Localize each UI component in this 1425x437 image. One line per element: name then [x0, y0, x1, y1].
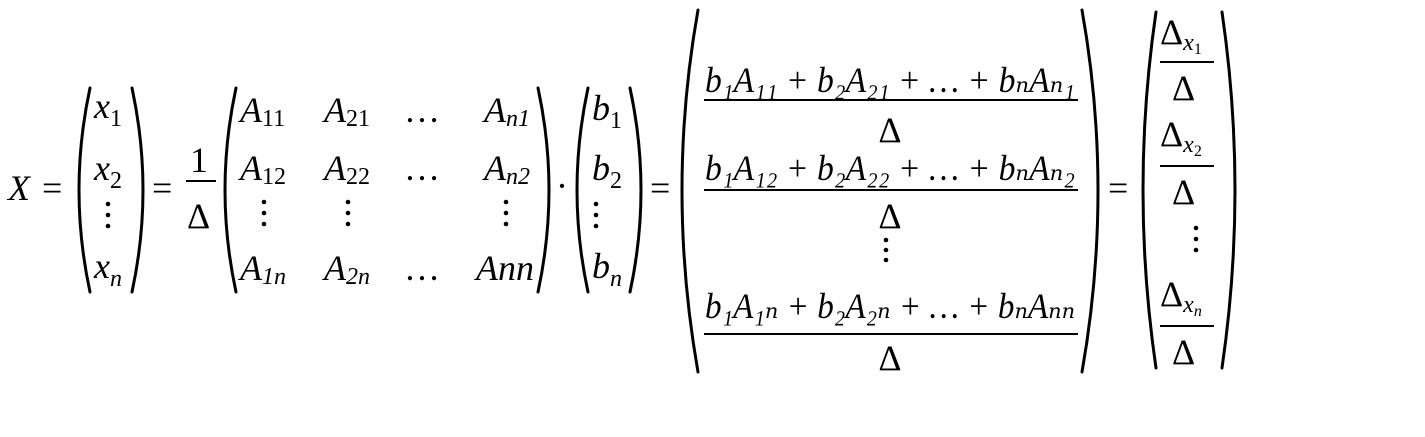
matrix-cell: A11	[238, 90, 285, 132]
x-vector-left-paren	[77, 86, 92, 294]
equals-sign: =	[1108, 168, 1128, 208]
matrix-cell: A22	[322, 148, 370, 190]
vertical-ellipsis	[261, 199, 267, 227]
fraction-numerator: Δx1	[1160, 12, 1202, 58]
fraction-numerator: b₁A₁ₙ + b₂A₂ₙ + … + bₙAₙₙ	[705, 286, 1075, 326]
fraction-numerator: Δxn	[1160, 274, 1202, 320]
vertical-ellipsis	[503, 199, 509, 227]
result-vector-right-paren	[1080, 8, 1100, 374]
multiplication-dot: ·	[556, 166, 568, 206]
matrix-cell: …	[404, 90, 440, 130]
b-vector-entry: bn	[592, 246, 622, 292]
matrix-cell: A21	[322, 90, 370, 132]
b-vector-entry: b1	[592, 88, 622, 134]
delta-vector-left-paren	[1141, 10, 1158, 370]
result-vector-left-paren	[680, 8, 700, 374]
result-fraction: b₁A₁₁ + b₂A₂₁ + … + bₙAₙ₁ Δ	[704, 60, 1078, 150]
lhs-variable: X	[6, 168, 32, 208]
matrix-cell: …	[404, 248, 440, 288]
fraction-numerator: Δx2	[1160, 114, 1202, 160]
delta-fraction: Δx2 Δ	[1160, 114, 1214, 212]
fraction-denominator: Δ	[1172, 68, 1195, 108]
scalar-denominator: Δ	[187, 196, 210, 236]
vertical-ellipsis	[1193, 225, 1199, 253]
vertical-ellipsis	[105, 201, 111, 229]
matrix-cell: A2n	[322, 248, 370, 290]
adj-matrix-right-paren	[536, 86, 551, 294]
fraction-denominator: Δ	[878, 110, 901, 150]
matrix-cell: An1	[482, 90, 530, 132]
scalar-numerator: 1	[190, 140, 208, 180]
adj-matrix-left-paren	[223, 86, 238, 294]
equals-sign: =	[42, 168, 62, 208]
matrix-cell: Ann	[474, 248, 534, 288]
fraction-numerator: b₁A₁₁ + b₂A₂₁ + … + bₙAₙ₁	[705, 60, 1075, 100]
result-fraction: b₁A₁₂ + b₂A₂₂ + … + bₙAₙ₂ Δ	[704, 148, 1078, 236]
vertical-ellipsis	[883, 237, 889, 263]
matrix-cell: An2	[482, 148, 530, 190]
delta-vector-right-paren	[1220, 10, 1237, 370]
b-vector-left-paren	[575, 86, 590, 294]
matrix-cell: …	[404, 148, 440, 188]
x-vector-right-paren	[130, 86, 145, 294]
vertical-ellipsis	[345, 199, 351, 227]
delta-fraction: Δxn Δ	[1160, 274, 1214, 372]
matrix-cell: A12	[238, 148, 286, 190]
fraction-numerator: b₁A₁₂ + b₂A₂₂ + … + bₙAₙ₂	[705, 148, 1075, 188]
equals-sign: =	[650, 168, 670, 208]
fraction-denominator: Δ	[878, 338, 901, 378]
b-vector-entry: b2	[592, 148, 622, 194]
result-fraction: b₁A₁ₙ + b₂A₂ₙ + … + bₙAₙₙ Δ	[704, 286, 1078, 378]
delta-fraction: Δx1 Δ	[1160, 12, 1214, 108]
x-vector-entry: x1	[93, 86, 122, 132]
x-vector-entry: xn	[93, 246, 122, 292]
fraction-denominator: Δ	[1172, 172, 1195, 212]
b-vector-right-paren	[628, 86, 643, 294]
vertical-ellipsis	[593, 201, 599, 229]
fraction-denominator: Δ	[878, 196, 901, 236]
fraction-denominator: Δ	[1172, 332, 1195, 372]
matrix-cell: A1n	[238, 248, 286, 290]
equals-sign: =	[152, 168, 172, 208]
x-vector-entry: x2	[93, 148, 122, 194]
